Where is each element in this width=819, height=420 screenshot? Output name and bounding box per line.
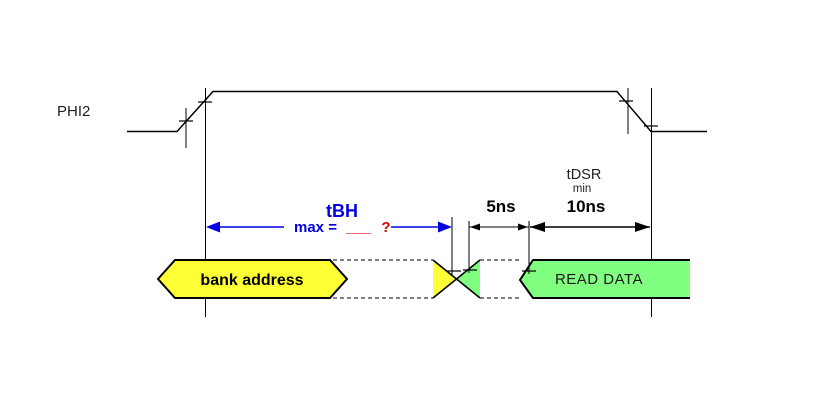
tdsr-dimension: tDSR min 10ns — [530, 167, 650, 232]
bank-address-label: bank address — [200, 272, 303, 289]
tdsr-name: tDSR — [567, 167, 602, 183]
measurement-boundary-lines — [451, 217, 530, 276]
read-data-hexagon-fill — [520, 260, 690, 298]
crossover-x-lines — [432, 259, 481, 299]
tbh-max-prefix: max = — [294, 219, 337, 236]
bus-yellow-closing-wedge — [433, 260, 456, 298]
read-data-label: READ DATA — [555, 271, 643, 288]
read-data-hexagon-border — [518, 259, 690, 299]
tbh-arrowhead-right — [438, 221, 452, 233]
tdsr-value: 10ns — [567, 197, 606, 216]
edge-tick-lines — [185, 88, 629, 148]
bus-transition-crossover — [432, 259, 481, 299]
tbh-max-equation: max = ___ ? — [294, 219, 391, 236]
tbh-dimension: tBH max = ___ ? — [206, 201, 452, 236]
phi2-label: PHI2 — [57, 103, 90, 120]
tbh-title: tBH — [326, 201, 358, 221]
bank-address-hexagon — [156, 259, 349, 299]
tbh-max-blank: ___ — [345, 219, 372, 236]
tdsr-arrowhead-left — [530, 222, 545, 232]
hold-gap-value: 5ns — [486, 197, 515, 216]
bank-address-bus: bank address — [156, 259, 519, 299]
read-data-bus: READ DATA — [518, 259, 690, 299]
tdsr-qualifier: min — [573, 183, 592, 195]
hold-gap-arrowhead-left — [470, 223, 480, 231]
hold-gap-arrowhead-right — [518, 223, 528, 231]
phi2-waveform — [127, 90, 707, 133]
bus-cross-marks — [447, 269, 536, 272]
tbh-arrowhead-left — [206, 221, 220, 233]
bus-hold-dashed-lines — [333, 259, 519, 299]
tbh-max-question: ? — [381, 219, 390, 236]
phi2-signal: PHI2 — [57, 88, 707, 148]
edge-cross-marks — [179, 100, 658, 127]
tdsr-arrowhead-right — [635, 222, 650, 232]
hold-gap-dimension: 5ns — [469, 197, 529, 231]
